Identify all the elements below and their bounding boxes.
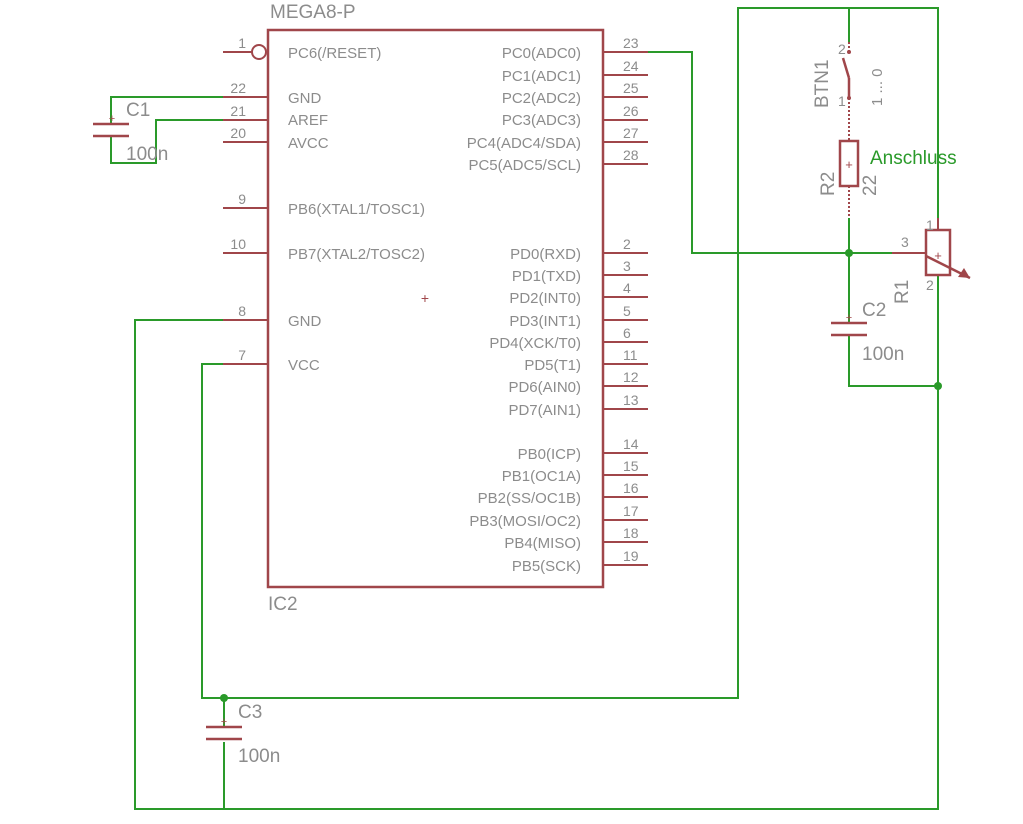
- pin-name: PB1(OC1A): [502, 468, 581, 485]
- ic-pin-1-bubble: [251, 44, 267, 60]
- pin-name: PC3(ADC3): [502, 112, 581, 129]
- pin-name: PD0(RXD): [510, 246, 581, 263]
- pin-num: 13: [623, 392, 639, 408]
- pin-name: PB5(SCK): [512, 558, 581, 575]
- ic-left-pins: [223, 96, 268, 365]
- pin-name: AVCC: [288, 135, 329, 152]
- pin-num: 17: [623, 503, 639, 519]
- pin-name: PD1(TXD): [512, 268, 581, 285]
- pin-num: 20: [230, 125, 246, 141]
- pin-num: 5: [623, 303, 631, 319]
- pin-num: 14: [623, 436, 639, 452]
- junction: [220, 694, 228, 702]
- svg-text:+: +: [109, 113, 115, 125]
- potentiometer-r1: +: [892, 218, 971, 280]
- pin-name: GND: [288, 313, 322, 330]
- btn-pin2: 2: [838, 41, 846, 57]
- pin-num: 27: [623, 125, 639, 141]
- pin-num: 16: [623, 480, 639, 496]
- pin-name: VCC: [288, 357, 320, 374]
- pin-name: GND: [288, 90, 322, 107]
- c1-name: C1: [126, 100, 150, 121]
- c3-name: C3: [238, 702, 262, 723]
- pin-num: 11: [623, 347, 638, 363]
- pin-num: 25: [623, 80, 639, 96]
- pin-num: 2: [623, 236, 631, 252]
- ic-right-pins: [603, 51, 648, 566]
- resistor-r2: +: [838, 139, 860, 218]
- pin-num: 4: [623, 280, 631, 296]
- svg-text:+: +: [846, 312, 852, 324]
- pin-name: PC6(/RESET): [288, 45, 381, 62]
- pin-name: PB2(SS/OC1B): [478, 490, 581, 507]
- ic-body: [266, 28, 605, 589]
- pin-num: 24: [623, 58, 639, 74]
- pin-name: PB0(ICP): [518, 446, 581, 463]
- anschluss-label: Anschluss: [870, 148, 957, 169]
- pin-name: PB6(XTAL1/TOSC1): [288, 201, 425, 218]
- r2-name: R2: [818, 172, 839, 196]
- pin-name: PD6(AIN0): [508, 379, 581, 396]
- pin-name: PB7(XTAL2/TOSC2): [288, 246, 425, 263]
- pin-name: PD4(XCK/T0): [489, 335, 581, 352]
- pin-num: 10: [230, 236, 246, 252]
- pin-name: AREF: [288, 112, 328, 129]
- switch-btn1: [841, 42, 851, 140]
- svg-text:+: +: [934, 248, 942, 263]
- pin-num: 6: [623, 325, 631, 341]
- pin-num: 8: [238, 303, 246, 319]
- ic-part-label: MEGA8-P: [270, 2, 356, 23]
- pin-name: PD3(INT1): [509, 313, 581, 330]
- pin-name: PC0(ADC0): [502, 45, 581, 62]
- pin-num: 9: [238, 191, 246, 207]
- pin-name: PC2(ADC2): [502, 90, 581, 107]
- pin-num: 28: [623, 147, 639, 163]
- pin-num: 26: [623, 103, 639, 119]
- btn-state: 1 ... 0: [869, 68, 886, 106]
- pin-num: 15: [623, 458, 639, 474]
- ic-origin-mark: +: [421, 290, 429, 306]
- pin-name: PC4(ADC4/SDA): [467, 135, 581, 152]
- junction: [934, 382, 942, 390]
- r1-name: R1: [892, 280, 913, 304]
- capacitor-c2: +: [831, 312, 867, 337]
- pin-num: 23: [623, 35, 639, 51]
- pin-num: 19: [623, 548, 639, 564]
- pin-num: 7: [238, 347, 246, 363]
- svg-text:+: +: [845, 157, 853, 172]
- pin-name: PC1(ADC1): [502, 68, 581, 85]
- pin-num: 12: [623, 369, 639, 385]
- pin-name: PD2(INT0): [509, 290, 581, 307]
- r1-pin3: 3: [901, 234, 909, 250]
- pin-name: PB4(MISO): [504, 535, 581, 552]
- pin-name: PD5(T1): [524, 357, 581, 374]
- pin-num: 1: [238, 35, 246, 51]
- pin-name: PC5(ADC5/SCL): [468, 157, 581, 174]
- pin-num: 21: [230, 103, 246, 119]
- c1-value: 100n: [126, 144, 168, 165]
- ic-name-label: IC2: [268, 594, 298, 615]
- c2-name: C2: [862, 300, 886, 321]
- btn-pin1: 1: [838, 93, 846, 109]
- junction: [845, 249, 853, 257]
- pin-num: 3: [623, 258, 631, 274]
- pin-name: PD7(AIN1): [508, 402, 581, 419]
- svg-text:+: +: [221, 716, 227, 728]
- btn-name: BTN1: [812, 59, 833, 108]
- capacitor-c1: +: [93, 113, 129, 138]
- capacitor-c3: +: [206, 716, 242, 741]
- pin-num: 18: [623, 525, 639, 541]
- pin-num: 22: [230, 80, 246, 96]
- c2-value: 100n: [862, 344, 904, 365]
- r1-pin2: 2: [926, 277, 934, 293]
- c3-value: 100n: [238, 746, 280, 767]
- r2-value: 22: [860, 175, 881, 196]
- wires: [110, 7, 939, 810]
- r1-pin1: 1: [926, 217, 934, 233]
- pin-name: PB3(MOSI/OC2): [469, 513, 581, 530]
